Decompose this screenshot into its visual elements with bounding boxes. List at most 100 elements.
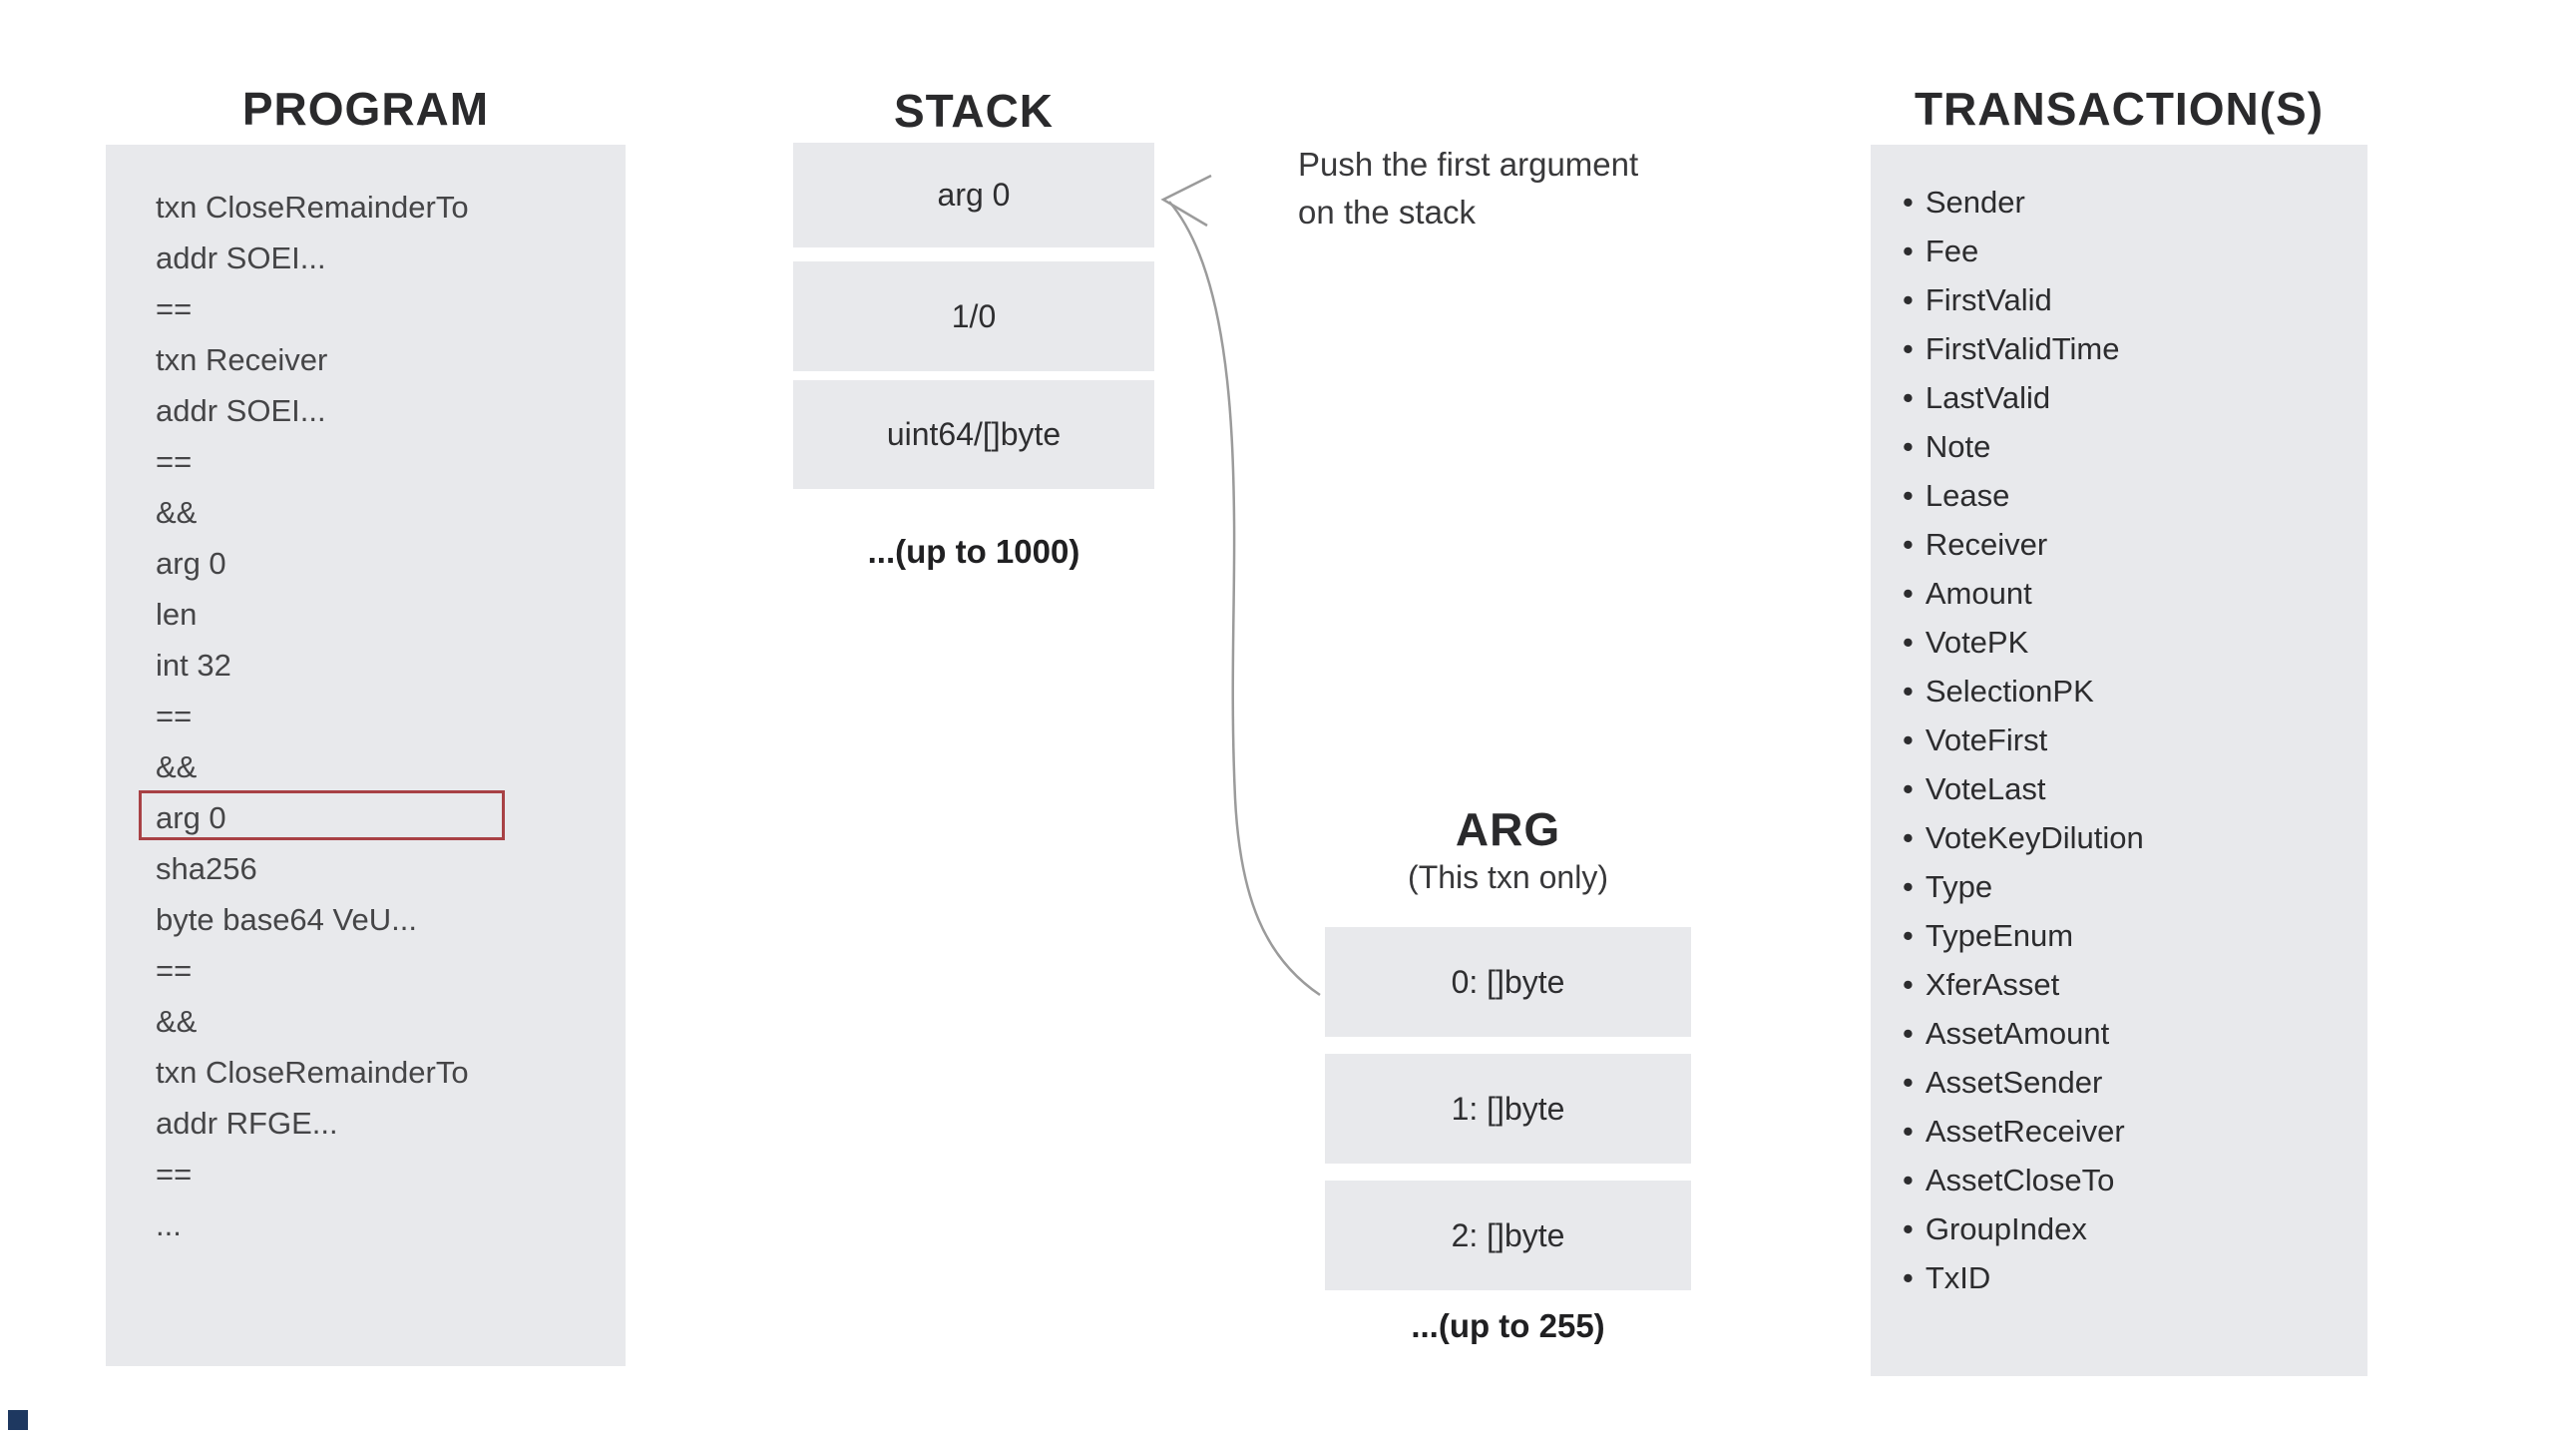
program-line: txn CloseRemainderTo bbox=[156, 190, 469, 225]
transaction-field-label: VoteFirst bbox=[1925, 721, 2048, 757]
bullet-icon: • bbox=[1903, 1259, 1914, 1295]
transaction-field: • Fee bbox=[1903, 227, 2144, 275]
transaction-field: • AssetSender bbox=[1903, 1058, 2144, 1107]
transaction-field-label: Note bbox=[1925, 428, 1991, 464]
bullet-icon: • bbox=[1903, 819, 1914, 855]
bullet-icon: • bbox=[1903, 428, 1914, 464]
transaction-field: • XferAsset bbox=[1903, 960, 2144, 1009]
bullet-icon: • bbox=[1903, 575, 1914, 611]
program-line: ... bbox=[156, 1207, 182, 1242]
bullet-icon: • bbox=[1903, 477, 1914, 513]
bullet-icon: • bbox=[1903, 721, 1914, 757]
transaction-field: • VoteFirst bbox=[1903, 716, 2144, 764]
transaction-field-label: LastValid bbox=[1925, 379, 2051, 415]
bullet-icon: • bbox=[1903, 233, 1914, 268]
transaction-field-label: XferAsset bbox=[1925, 966, 2060, 1002]
program-line: && bbox=[156, 749, 198, 784]
transaction-field: • VoteKeyDilution bbox=[1903, 813, 2144, 862]
bullet-icon: • bbox=[1903, 966, 1914, 1002]
program-panel bbox=[106, 145, 626, 1366]
program-line: len bbox=[156, 597, 198, 632]
arg-more-label: ...(up to 255) bbox=[1411, 1307, 1605, 1344]
annotation-line-2: on the stack bbox=[1298, 194, 1476, 231]
program-line: addr SOEI... bbox=[156, 240, 326, 275]
arg-cell: 2: []byte bbox=[1325, 1181, 1691, 1290]
transaction-field: • Amount bbox=[1903, 569, 2144, 618]
annotation-line-1: Push the first argument bbox=[1298, 146, 1639, 183]
transaction-field: • VoteLast bbox=[1903, 764, 2144, 813]
transaction-field-label: FirstValidTime bbox=[1925, 330, 2120, 366]
stack-cell: uint64/[]byte bbox=[793, 380, 1154, 489]
bullet-icon: • bbox=[1903, 184, 1914, 220]
transaction-field: • LastValid bbox=[1903, 373, 2144, 422]
transaction-field: • Receiver bbox=[1903, 520, 2144, 569]
arg-cell: 1: []byte bbox=[1325, 1054, 1691, 1164]
program-line: addr SOEI... bbox=[156, 393, 326, 428]
transaction-field: •FirstValid bbox=[1903, 275, 2144, 324]
program-line: int 32 bbox=[156, 648, 231, 683]
transaction-field: •Sender bbox=[1903, 178, 2144, 227]
stack-more-label: ...(up to 1000) bbox=[867, 533, 1080, 570]
bullet-icon: • bbox=[1903, 673, 1914, 709]
transaction-field-label: Fee bbox=[1925, 233, 1979, 268]
corner-accent-square bbox=[8, 1410, 28, 1430]
transaction-field: • AssetAmount bbox=[1903, 1009, 2144, 1058]
program-line: byte base64 VeU... bbox=[156, 902, 417, 937]
transactions-title: TRANSACTION(S) bbox=[1914, 83, 2325, 135]
transaction-field-label: AssetAmount bbox=[1925, 1015, 2110, 1051]
program-line: == bbox=[156, 444, 193, 479]
transaction-field: •GroupIndex bbox=[1903, 1204, 2144, 1253]
program-line: arg 0 bbox=[156, 546, 226, 581]
bullet-icon: • bbox=[1903, 526, 1914, 562]
transaction-field-label: AssetCloseTo bbox=[1925, 1162, 2115, 1197]
program-line: == bbox=[156, 291, 193, 326]
transaction-field-label: VoteLast bbox=[1925, 770, 2046, 806]
program-line: && bbox=[156, 1004, 198, 1039]
transaction-field-label: Lease bbox=[1925, 477, 2010, 513]
program-line: == bbox=[156, 953, 193, 988]
transaction-field-label: AssetReceiver bbox=[1925, 1113, 2125, 1149]
transaction-field: • AssetReceiver bbox=[1903, 1107, 2144, 1156]
bullet-icon: • bbox=[1903, 868, 1914, 904]
bullet-icon: • bbox=[1903, 624, 1914, 660]
transaction-field: • Lease bbox=[1903, 471, 2144, 520]
bullet-icon: • bbox=[1903, 1015, 1914, 1051]
transaction-field-label: TxID bbox=[1925, 1259, 1991, 1295]
program-line: sha256 bbox=[156, 851, 257, 886]
bullet-icon: • bbox=[1903, 770, 1914, 806]
transaction-field-label: Type bbox=[1925, 868, 1993, 904]
transaction-field-label: AssetSender bbox=[1925, 1064, 2103, 1100]
program-line: addr RFGE... bbox=[156, 1106, 338, 1141]
program-line: && bbox=[156, 495, 198, 530]
transaction-field: • FirstValidTime bbox=[1903, 324, 2144, 373]
transaction-field: • Note bbox=[1903, 422, 2144, 471]
transaction-field-label: VotePK bbox=[1925, 624, 2029, 660]
stack-title: STACK bbox=[893, 85, 1055, 137]
transaction-field-label: FirstValid bbox=[1925, 281, 2052, 317]
arrow-curve bbox=[1168, 201, 1321, 997]
transaction-field-label: TypeEnum bbox=[1925, 917, 2074, 953]
transaction-field-label: Amount bbox=[1925, 575, 2032, 611]
bullet-icon: • bbox=[1903, 330, 1914, 366]
arg-cell: 0: []byte bbox=[1325, 927, 1691, 1037]
bullet-icon: • bbox=[1903, 1113, 1914, 1149]
program-code-block: txn CloseRemainderTo addr SOEI... == txn… bbox=[156, 182, 469, 1250]
stack-cell: 1/0 bbox=[793, 261, 1154, 371]
bullet-icon: • bbox=[1903, 1162, 1914, 1197]
transaction-field: • Type bbox=[1903, 862, 2144, 911]
arg-subtitle: (This txn only) bbox=[1408, 859, 1608, 895]
transaction-field: •SelectionPK bbox=[1903, 667, 2144, 716]
transaction-field: • AssetCloseTo bbox=[1903, 1156, 2144, 1204]
arg-title: ARG bbox=[1455, 803, 1561, 855]
bullet-icon: • bbox=[1903, 917, 1914, 953]
transaction-field-label: GroupIndex bbox=[1925, 1210, 2087, 1246]
bullet-icon: • bbox=[1903, 379, 1914, 415]
transaction-field-label: VoteKeyDilution bbox=[1925, 819, 2144, 855]
stack-cell: arg 0 bbox=[793, 143, 1154, 247]
transaction-field: • VotePK bbox=[1903, 618, 2144, 667]
transaction-field-label: Receiver bbox=[1925, 526, 2048, 562]
program-title: PROGRAM bbox=[241, 83, 490, 135]
bullet-icon: • bbox=[1903, 1064, 1914, 1100]
program-line: == bbox=[156, 699, 193, 733]
